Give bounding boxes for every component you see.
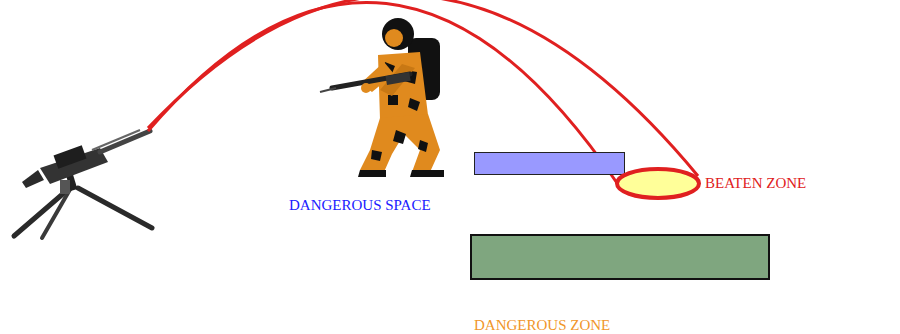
zone-label: BEATEN ZONE <box>705 174 806 192</box>
machine-gun <box>14 130 152 238</box>
beaten-zone-shape <box>617 169 699 198</box>
trajectory-arc <box>148 0 698 176</box>
dangerous-zone-band: DANGEROUS ZONE <box>470 234 770 280</box>
soldier-figure <box>320 18 444 177</box>
zone-label: DANGEROUS ZONE <box>474 316 610 334</box>
dangerous-space-bar: DANGEROUS SPACE <box>474 152 625 175</box>
beaten-zone-ellipse: BEATEN ZONE <box>614 166 702 201</box>
ellipse-outline <box>614 166 702 201</box>
zone-label: DANGEROUS SPACE <box>289 196 431 214</box>
